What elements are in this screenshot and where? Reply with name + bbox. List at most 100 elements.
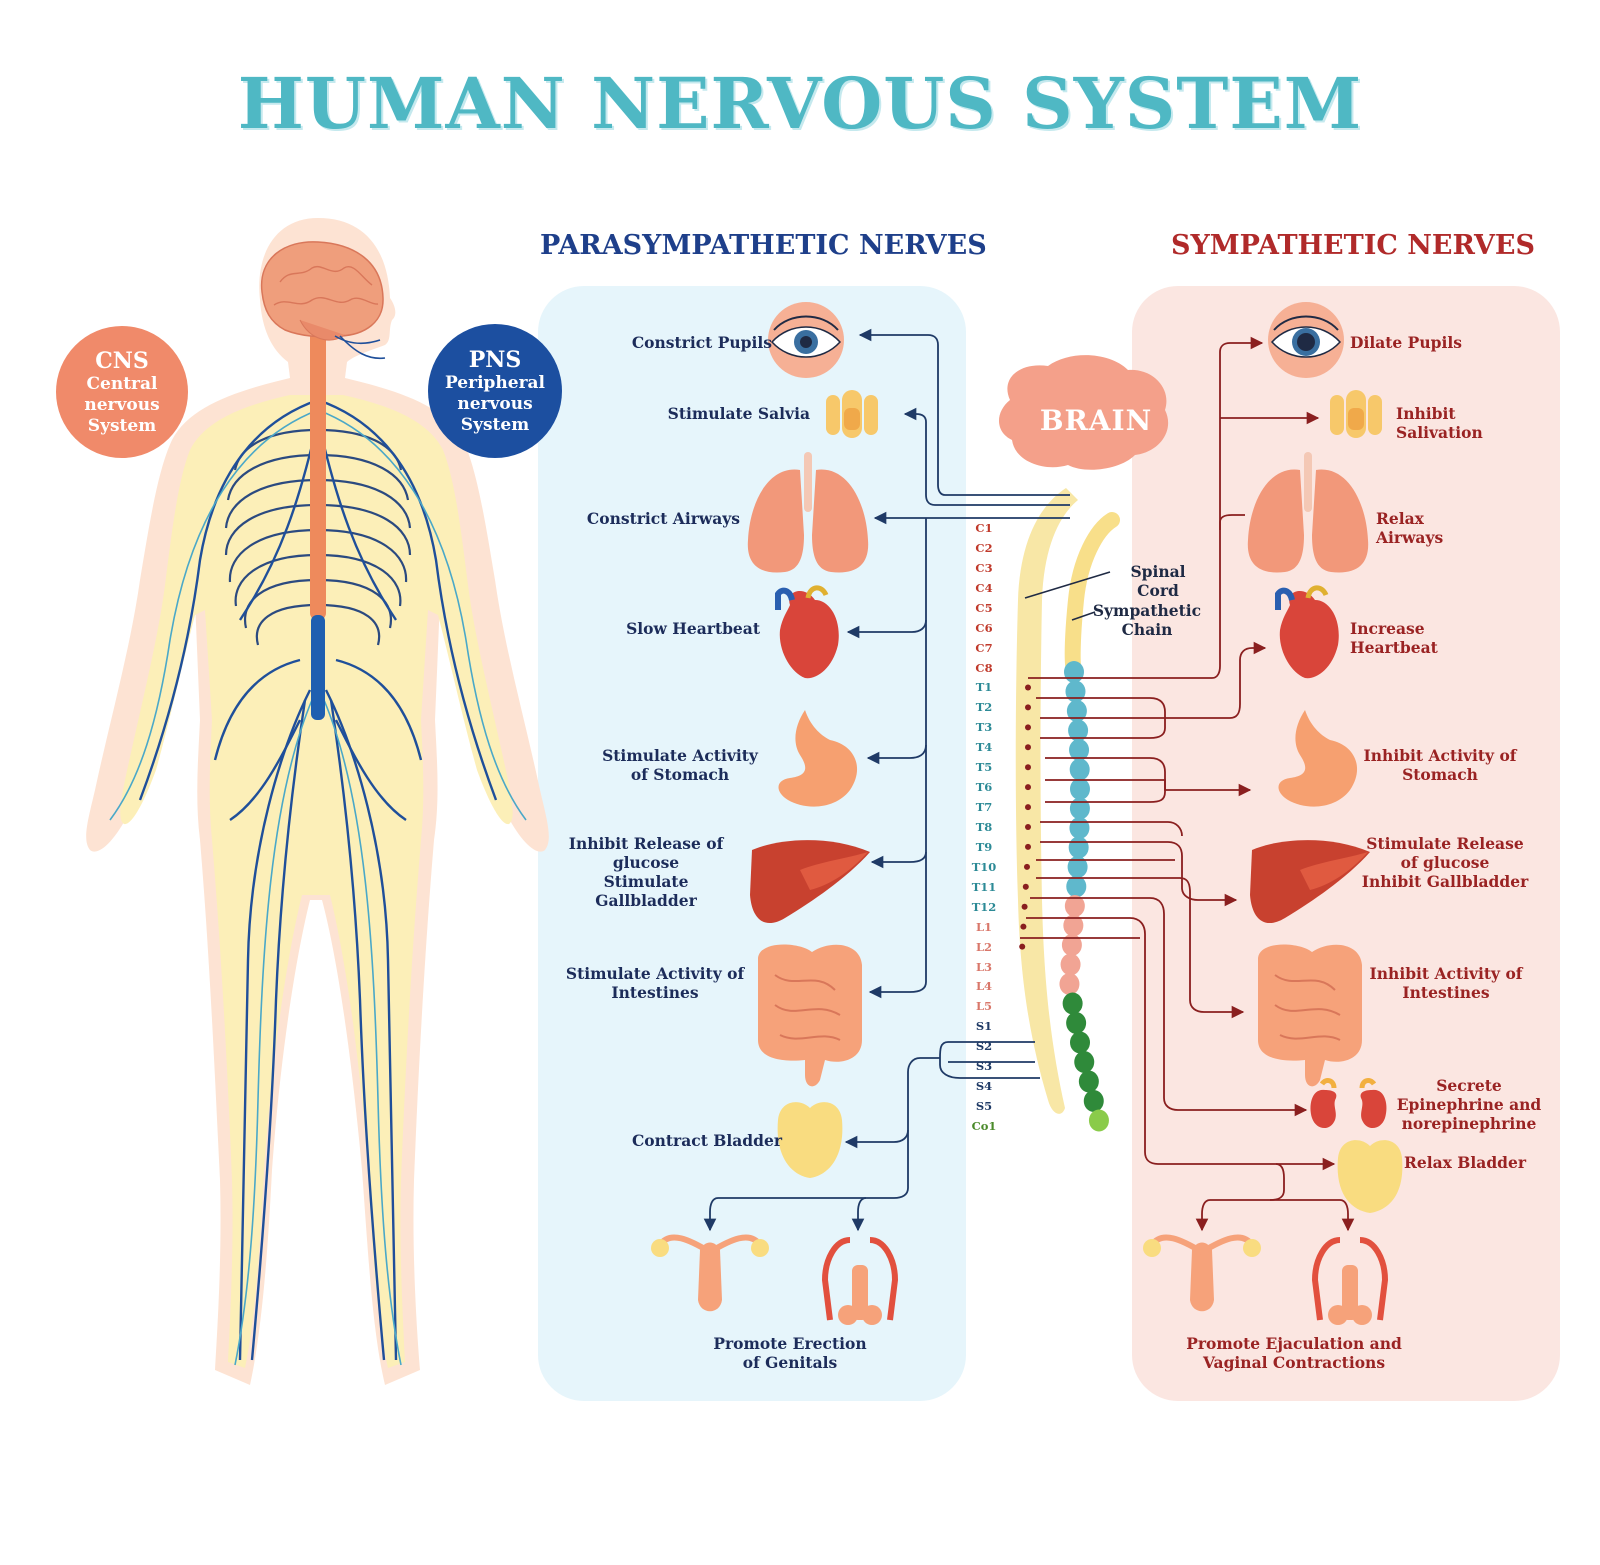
- para-label-stomach: Stimulate Activity of Stomach: [596, 746, 764, 784]
- para-label-intestines: Stimulate Activity of Intestines: [560, 964, 750, 1002]
- symp-label-genitals-line1: Promote Ejaculation and: [1186, 1334, 1402, 1353]
- para-label-stomach-line2: of Stomach: [630, 765, 730, 784]
- segment-label-t10: T10: [971, 859, 997, 874]
- chain-ganglion: [1065, 680, 1086, 703]
- pns-abbr: PNS: [468, 346, 522, 373]
- chain-ganglion: [1063, 914, 1084, 937]
- chain-ganglion: [1069, 778, 1090, 800]
- chain-ganglion: [1074, 1051, 1095, 1073]
- segment-label-c6: C6: [975, 620, 993, 635]
- segment-label-t11: T11: [971, 879, 997, 894]
- chain-ganglion: [1088, 1109, 1109, 1132]
- para-label-liver-line2: glucose: [612, 853, 680, 872]
- chain-ganglion: [1069, 797, 1090, 820]
- segment-label-c3: C3: [975, 560, 993, 575]
- para-label-intestines-line2: Intestines: [611, 983, 699, 1002]
- sympathetic-chain-ganglia: [1059, 661, 1109, 1132]
- spinal-nerve-roots: [1019, 684, 1031, 950]
- cns-badge: CNS Central nervous System: [56, 326, 188, 458]
- segment-label-s2: S2: [975, 1039, 993, 1054]
- segment-label-s3: S3: [975, 1059, 993, 1074]
- root-dot-l1: [1020, 923, 1027, 930]
- segment-label-co1: Co1: [971, 1119, 997, 1133]
- root-dot-l2: [1019, 943, 1026, 950]
- symp-label-liver-line3: Inhibit Gallbladder: [1361, 872, 1529, 891]
- root-dot-t12: [1021, 903, 1028, 910]
- segment-label-t2: T2: [975, 700, 993, 715]
- symp-label-stomach-line1: Inhibit Activity of: [1363, 746, 1517, 765]
- para-salivary-gland-icon: [826, 390, 878, 438]
- cns-line1: Central: [86, 373, 158, 394]
- chain-ganglion: [1064, 895, 1085, 917]
- symp-label-adrenal: Secrete Epinephrine and norepinephrine: [1394, 1076, 1544, 1133]
- para-label-genitals-line1: Promote Erection: [713, 1334, 867, 1353]
- para-stomach-icon: [778, 710, 858, 807]
- cns-abbr: CNS: [95, 347, 149, 374]
- pns-line2: nervous: [457, 393, 533, 414]
- spinal-cord-label: Spinal Cord: [1130, 562, 1186, 600]
- segment-label-t3: T3: [975, 720, 993, 735]
- segment-label-l4: L4: [975, 979, 993, 994]
- segment-label-t6: T6: [975, 780, 993, 795]
- symp-label-bladder: Relax Bladder: [1404, 1153, 1527, 1172]
- symp-lungs-icon: [1247, 452, 1369, 573]
- root-dot-t3: [1025, 724, 1031, 731]
- root-dot-t11: [1022, 883, 1029, 890]
- segment-label-t9: T9: [975, 839, 993, 854]
- root-dot-t6: [1025, 784, 1031, 791]
- para-female-reproductive-icon: [651, 1234, 769, 1312]
- cns-line3: System: [87, 415, 157, 436]
- chain-ganglion: [1066, 875, 1087, 898]
- chain-ganglion: [1070, 1031, 1091, 1054]
- chain-ganglion: [1083, 1090, 1104, 1112]
- pns-line3: System: [460, 414, 530, 435]
- chain-ganglion: [1069, 739, 1090, 761]
- para-intestines-icon: [758, 944, 862, 1087]
- segment-label-t8: T8: [975, 820, 993, 834]
- para-label-liver-line3: Stimulate Gallbladder: [595, 872, 697, 910]
- symp-label-adrenal-line1: Secrete: [1436, 1076, 1502, 1095]
- segment-label-l5: L5: [975, 999, 993, 1014]
- symp-salivary-gland-icon: [1330, 390, 1382, 438]
- symp-label-intestines-line2: Intestines: [1402, 983, 1490, 1002]
- symp-heart-icon: [1275, 585, 1339, 679]
- segment-label-c7: C7: [975, 640, 993, 655]
- human-body-figure: [86, 218, 549, 1385]
- symp-label-genitals: Promote Ejaculation and Vaginal Contract…: [1164, 1334, 1424, 1372]
- symp-label-liver-line2: of glucose: [1400, 853, 1490, 872]
- symp-bladder-icon: [1337, 1140, 1403, 1213]
- segment-label-t1: T1: [975, 680, 993, 695]
- sympathetic-heading: SYMPATHETIC NERVES: [1170, 230, 1536, 261]
- segment-label-c2: C2: [975, 540, 993, 555]
- para-label-pupils: Constrict Pupils: [631, 333, 772, 352]
- symp-label-airways: Relax Airways: [1376, 509, 1444, 547]
- symp-male-reproductive-icon: [1311, 1237, 1389, 1325]
- symp-label-genitals-line2: Vaginal Contractions: [1202, 1353, 1386, 1372]
- chain-ganglion: [1066, 1012, 1087, 1034]
- para-heart-icon: [775, 585, 839, 679]
- symp-eye-icon: [1268, 302, 1344, 378]
- segment-label-l3: L3: [975, 959, 993, 974]
- chain-ganglion: [1068, 836, 1089, 859]
- segment-label-s4: S4: [975, 1079, 993, 1094]
- segment-label-s5: S5: [975, 1099, 993, 1114]
- brain-label: BRAIN: [1039, 404, 1153, 437]
- symp-label-liver: Stimulate Release of glucose Inhibit Gal…: [1360, 834, 1530, 891]
- symp-label-salivation: Inhibit Salivation: [1396, 404, 1483, 442]
- root-dot-t2: [1025, 704, 1031, 711]
- parasympathetic-heading: PARASYMPATHETIC NERVES: [540, 230, 987, 261]
- chain-ganglion: [1067, 856, 1088, 878]
- sympathetic-chain-label-line1: Sympathetic: [1092, 601, 1202, 620]
- para-label-intestines-line1: Stimulate Activity of: [565, 964, 745, 983]
- sympathetic-chain-label-line2: Chain: [1121, 620, 1173, 639]
- para-label-stomach-line1: Stimulate Activity: [602, 746, 758, 765]
- para-label-liver-line1: Inhibit Release of: [568, 834, 724, 853]
- segment-label-t5: T5: [975, 760, 993, 775]
- root-dot-t9: [1025, 843, 1031, 850]
- segment-label-t7: T7: [975, 800, 993, 815]
- page-title: HUMAN NERVOUS SYSTEM: [237, 62, 1363, 145]
- para-label-genitals: Promote Erection of Genitals: [690, 1334, 890, 1372]
- chain-ganglion: [1062, 992, 1083, 1015]
- segment-label-t12: T12: [971, 899, 997, 914]
- symp-liver-icon: [1250, 840, 1370, 924]
